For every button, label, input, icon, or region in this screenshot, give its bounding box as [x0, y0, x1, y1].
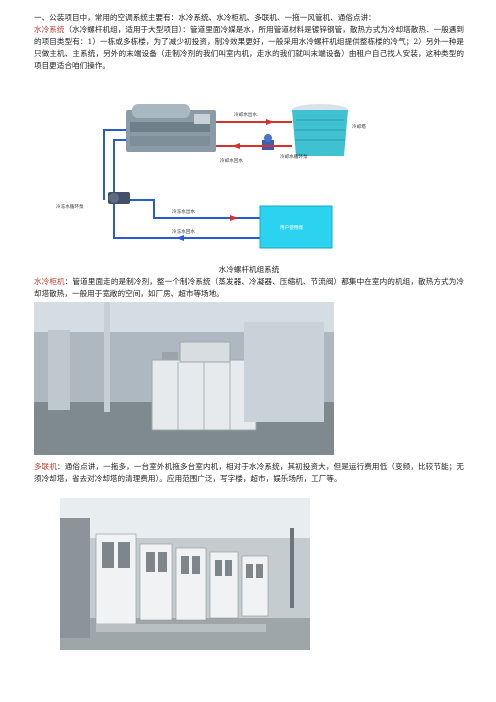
chilled-return-pipe — [113, 200, 260, 239]
label-cooling-tower: 冷却塔 — [352, 123, 366, 130]
label-cooling-out: 冷却水出水 — [234, 111, 257, 118]
water-system-term: 水冷系统 — [34, 25, 65, 34]
vrf-outdoor-units-photo — [60, 498, 310, 650]
cabinet-term: 水冷柜机 — [34, 277, 65, 286]
label-chilled-out: 冷冻水出水 — [172, 208, 195, 215]
label-chilled-return: 冷冻水回水 — [172, 228, 195, 235]
user-end-box — [259, 205, 333, 249]
chilled-out-pipe — [113, 139, 260, 219]
label-user-end: 用户使用端 — [280, 224, 303, 231]
chiller-unit-image — [126, 104, 216, 152]
label-chilled-pump: 冷冻水循环泵 — [56, 203, 84, 210]
arrow-icon — [176, 235, 184, 241]
vrf-term: 多联机 — [34, 462, 58, 471]
cooling-tower-image — [292, 104, 348, 156]
label-cooling-return: 冷却水回水 — [220, 157, 243, 164]
intro-paragraph: 一、公装项目中，常用的空调系统主要有：水冷系统、水冷柜机、多联机、一拖一风管机、… — [34, 13, 376, 22]
cabinet-unit-photo — [34, 302, 334, 455]
arrow-icon — [230, 215, 238, 221]
diagram-caption: 水冷螺杆机组系统 — [218, 265, 280, 274]
cabinet-paragraph: 水冷柜机：管道里面走的是制冷剂，整一个制冷系统（蒸发器、冷凝器、压缩机、节流阀）… — [34, 276, 464, 300]
vrf-text: ：通俗点讲，一拖多，一台室外机拖多台室内机，相对于水冷系统，其初投资大，但是运行… — [34, 462, 465, 483]
chilled-pump-image — [108, 192, 130, 204]
water-cooled-system-diagram: 冷却水出水 冷却塔 冷却水循环泵 冷却水回水 冷冻水循环泵 冷冻水出水 冷冻水回… — [56, 104, 366, 249]
cabinet-text: ：管道里面走的是制冷剂，整一个制冷系统（蒸发器、冷凝器、压缩机、节流阀）都集中在… — [34, 277, 465, 298]
label-cooling-pump: 冷却水循环泵 — [280, 153, 308, 160]
arrow-icon — [232, 143, 240, 149]
vrf-paragraph: 多联机：通俗点讲，一拖多，一台室外机拖多台室内机，相对于水冷系统，其初投资大，但… — [34, 461, 464, 485]
water-system-text: （水冷螺杆机组，适用于大型项目）：管道里面冷媒是水，所用管道材料是镀锌钢管，散热… — [34, 25, 465, 70]
arrow-icon — [266, 119, 274, 125]
water-system-paragraph: 水冷系统（水冷螺杆机组，适用于大型项目）：管道里面冷媒是水，所用管道材料是镀锌钢… — [34, 24, 464, 72]
cooling-pump-image — [262, 134, 274, 150]
